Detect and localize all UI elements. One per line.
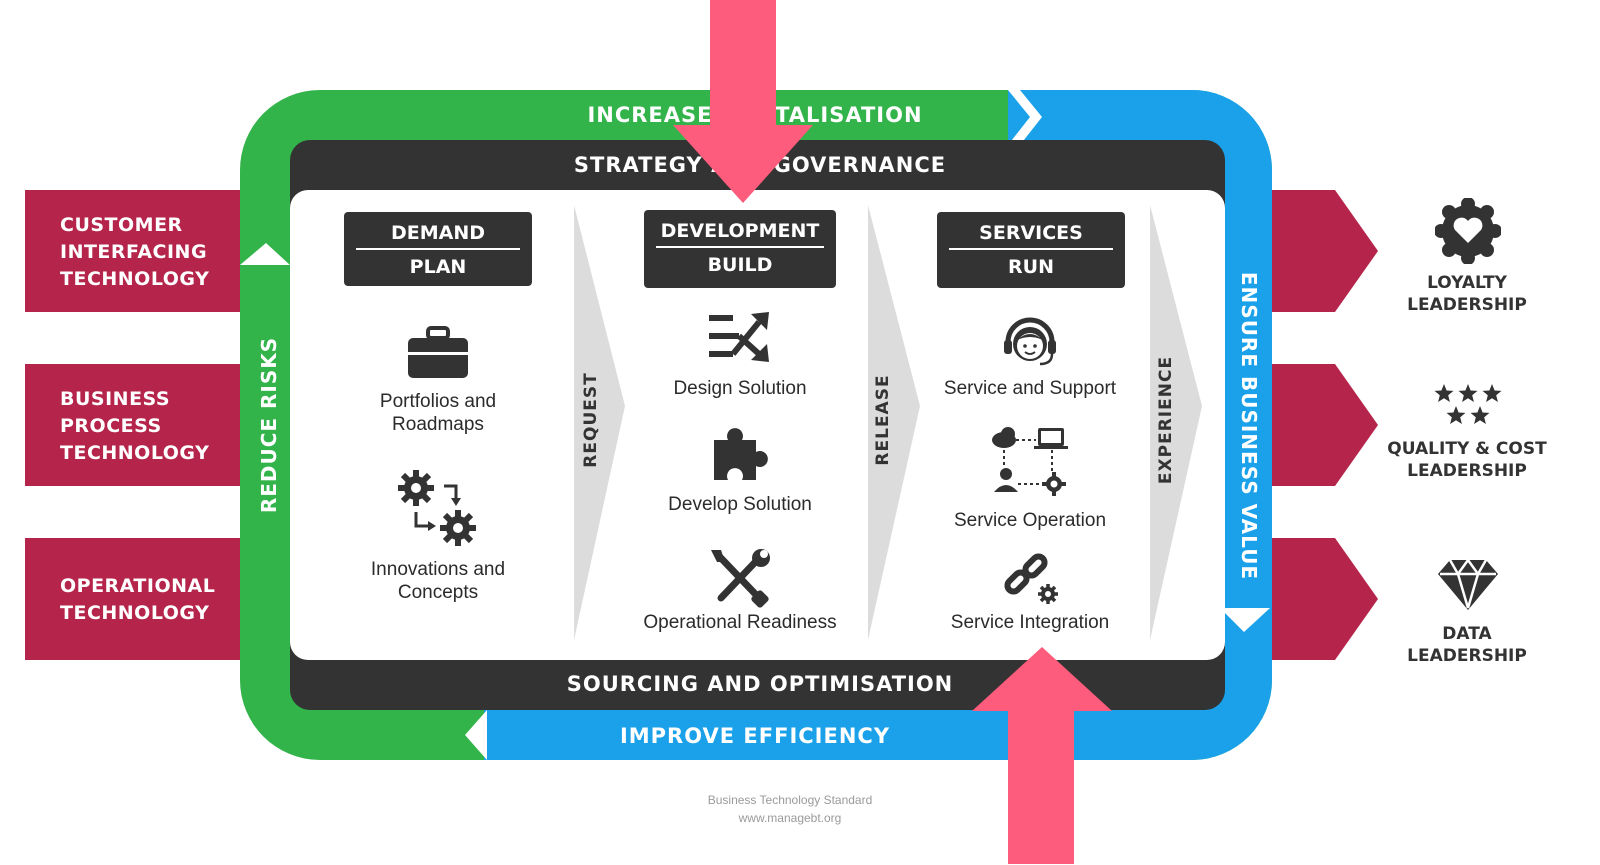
notch-left-arrow: [240, 243, 290, 265]
notch-bottom-arrow: [465, 710, 487, 760]
gears-cycle-icon: [398, 470, 476, 546]
pink-arrow-bottom: [972, 647, 1112, 864]
item-label-service-operation: Service Operation: [953, 510, 1107, 531]
diamond-icon: [1438, 557, 1498, 610]
briefcase-icon: [408, 326, 468, 378]
chevron-release: [868, 205, 920, 640]
transition-chevrons: [574, 205, 1202, 640]
footer-url: www.managebt.org: [738, 811, 842, 825]
item-label-innovations: Innovations and Concepts: [370, 559, 506, 603]
chain-gear-icon: [1004, 553, 1058, 604]
output-arrow-quality: [1240, 364, 1378, 486]
item-label-operational-readiness: Operational Readiness: [643, 612, 837, 633]
network-operation-icon: [992, 427, 1068, 496]
shuffle-arrows-icon: [709, 312, 769, 362]
notch-top-arrow: [1008, 90, 1042, 145]
item-label-portfolios: Portfolios and Roadmaps: [379, 391, 497, 435]
heart-badge-icon: [1435, 198, 1501, 264]
band-label-bottom: SOURCING AND OPTIMISATION: [566, 672, 954, 696]
input-arrow-customer: [25, 190, 247, 312]
item-label-service-integration: Service Integration: [950, 612, 1110, 633]
frame-ring-blue: [484, 90, 1272, 760]
output-arrows: [1240, 190, 1378, 660]
footer-standard: Business Technology Standard: [707, 793, 873, 807]
item-label-service-support: Service and Support: [943, 378, 1117, 399]
chevron-request: [574, 205, 625, 640]
headset-icon: [1004, 317, 1056, 366]
chevron-experience: [1150, 205, 1202, 640]
input-arrow-operational: [25, 538, 247, 660]
output-arrow-loyalty: [1240, 190, 1378, 312]
frame-label-bottom: IMPROVE EFFICIENCY: [619, 724, 891, 748]
pink-arrow-top: [673, 0, 813, 203]
item-label-develop: Develop Solution: [668, 494, 812, 515]
frame-notches: [240, 90, 1270, 760]
stars-icon: [1434, 384, 1502, 424]
puzzle-piece-icon: [714, 428, 768, 480]
tools-icon: [711, 549, 770, 608]
item-label-design: Design Solution: [673, 378, 807, 399]
input-arrow-business: [25, 364, 247, 486]
notch-right-arrow: [1220, 608, 1270, 632]
output-arrow-data: [1240, 538, 1378, 660]
